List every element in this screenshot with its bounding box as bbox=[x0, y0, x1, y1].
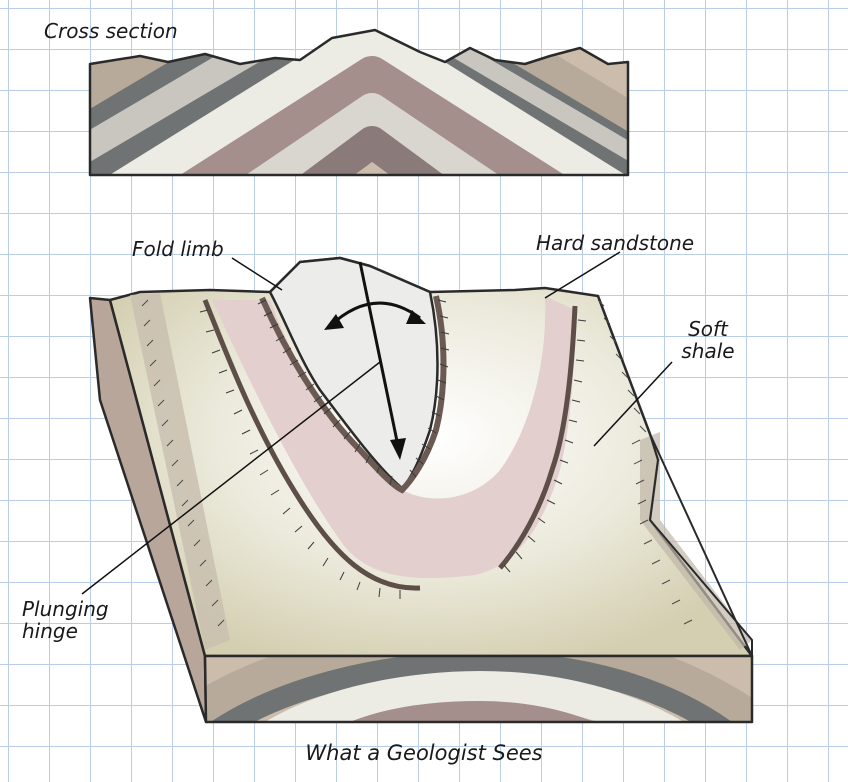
cross-section-label: Cross section bbox=[44, 20, 178, 42]
fold-limb-label: Fold limb bbox=[132, 238, 224, 260]
soft-shale-line-2: shale bbox=[668, 340, 748, 362]
plunging-hinge-label: Plunging hinge bbox=[22, 598, 142, 642]
hard-sandstone-label: Hard sandstone bbox=[536, 232, 694, 254]
plunging-hinge-line-2: hinge bbox=[22, 620, 142, 642]
soft-shale-line-1: Soft bbox=[668, 318, 748, 340]
soft-shale-label: Soft shale bbox=[668, 318, 748, 362]
plunging-hinge-line-1: Plunging bbox=[22, 598, 142, 620]
diagram-caption: What a Geologist Sees bbox=[0, 742, 848, 764]
